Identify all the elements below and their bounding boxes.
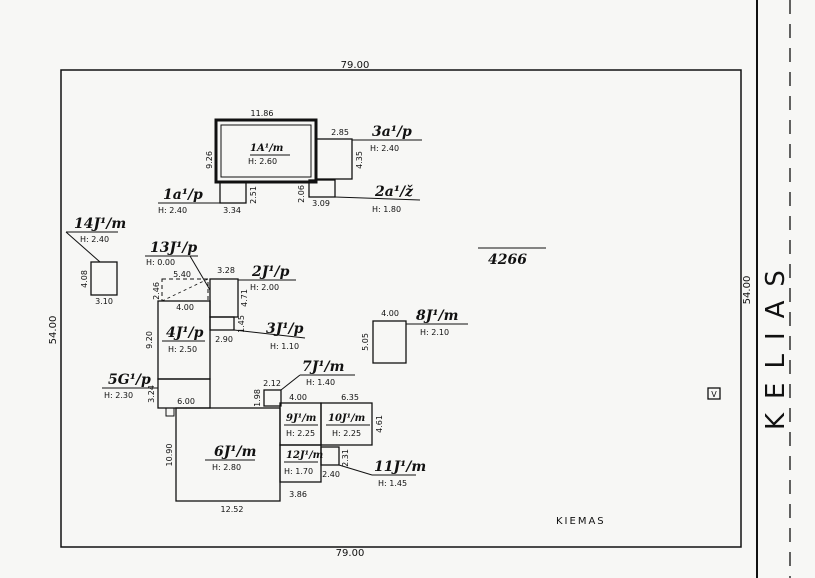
building-1a-height: H: 2.60: [248, 157, 277, 166]
building-10j-dim-h: 4.61: [375, 415, 384, 433]
building-3j: 2.90 1.45 3J¹/p H: 1.10: [209, 315, 306, 351]
plot-width-bottom: 79.00: [336, 548, 365, 559]
building-2j-dim-h: 4.71: [240, 289, 249, 307]
building-2j-name: 2J¹/p: [251, 264, 290, 280]
plot-boundary: [60, 69, 742, 548]
building-3a-height: H: 2.40: [370, 144, 399, 153]
building-3a: 2.85 4.35 3a¹/p H: 2.40: [315, 124, 422, 180]
building-8j-dim-w: 4.00: [381, 309, 399, 318]
road-label: KELIAS: [761, 256, 791, 430]
building-11j-height: H: 1.45: [378, 479, 407, 488]
building-6j-name: 6J¹/m: [214, 444, 256, 460]
building-1a-p-name: 1a¹/p: [163, 187, 203, 203]
building-4j-height: H: 2.50: [168, 345, 197, 354]
building-3j-name: 3J¹/p: [266, 321, 304, 337]
yard-label: KIEMAS: [556, 516, 606, 527]
building-7j: 2.12 1.98 7J¹/m H: 1.40: [253, 359, 355, 407]
plot-width-top: 79.00: [341, 60, 370, 71]
building-13j-dim-h: 2.46: [152, 282, 161, 300]
building-13j-height: H: 0.00: [146, 258, 175, 267]
building-3a-dim-w: 2.85: [331, 128, 349, 137]
building-8j-height: H: 2.10: [420, 328, 449, 337]
building-1a: 1A¹/m H: 2.60 11.86 9.26: [205, 109, 318, 184]
building-9j-name: 9J¹/m: [286, 413, 316, 424]
building-14j-dim-w: 3.10: [95, 297, 113, 306]
building-9j: 9J¹/m H: 2.25 4.00: [279, 393, 322, 446]
building-13j-dim-w: 5.40: [173, 270, 191, 279]
building-2a: 3.09 2.06 2a¹/ž H: 1.80: [297, 179, 421, 214]
building-5g-dim-h: 3.24: [147, 385, 156, 403]
building-1a-dim-left: 9.26: [205, 151, 214, 169]
building-1a-name: 1A¹/m: [250, 143, 283, 154]
building-2j-height: H: 2.00: [250, 283, 279, 292]
building-2j: 3.28 4.71 2J¹/p H: 2.00: [209, 264, 296, 318]
building-2a-dim-w: 3.09: [312, 199, 330, 208]
plot-height-left: 54.00: [48, 316, 59, 345]
building-7j-dim-h: 1.98: [253, 389, 262, 407]
building-14j: 3.10 4.08 14J¹/m H: 2.40: [65, 216, 126, 306]
building-12j-name: 12J¹/m: [286, 450, 323, 461]
building-8j-name: 8J¹/m: [416, 308, 458, 324]
building-12j-dim-w: 3.86: [289, 490, 307, 499]
building-2a-name: 2a¹/ž: [374, 184, 414, 200]
marker-label: V: [711, 390, 717, 399]
building-3j-dim-h: 1.45: [237, 315, 246, 333]
marker-box: [707, 387, 721, 400]
building-1a-p: 3.34 2.51 1a¹/p H: 2.40: [158, 181, 258, 215]
building-7j-height: H: 1.40: [306, 378, 335, 387]
building-3j-dim-w: 2.90: [215, 335, 233, 344]
building-4j-dim-h: 9.20: [145, 331, 154, 349]
building-8j: 4.00 5.05 8J¹/m H: 2.10: [361, 308, 468, 364]
building-6j-height: H: 2.80: [212, 463, 241, 472]
building-1a-p-dim-w: 3.34: [223, 206, 241, 215]
building-5g-height: H: 2.30: [104, 391, 133, 400]
plot-height-right: 54.00: [742, 276, 753, 305]
building-2a-dim-h: 2.06: [297, 185, 306, 203]
building-11j: 2.40 2.31 11J¹/m H: 1.45: [320, 446, 426, 488]
building-14j-height: H: 2.40: [80, 235, 109, 244]
building-4j: 4J¹/p H: 2.50 9.20: [145, 300, 211, 380]
building-5g-name: 5G¹/p: [108, 372, 151, 388]
building-3a-name: 3a¹/p: [372, 124, 412, 140]
building-3j-height: H: 1.10: [270, 342, 299, 351]
building-14j-name: 14J¹/m: [74, 216, 126, 232]
building-5g-dim-w: 6.00: [177, 397, 195, 406]
building-6j: 6J¹/m H: 2.80 12.52 10.90: [165, 407, 281, 514]
building-7j-dim-w: 2.12: [263, 379, 281, 388]
building-2j-dim-w: 3.28: [217, 266, 235, 275]
building-11j-name: 11J¹/m: [374, 459, 426, 475]
building-8j-dim-h: 5.05: [361, 333, 370, 351]
building-1a-p-dim-h: 2.51: [249, 186, 258, 204]
building-4j-name: 4J¹/p: [166, 325, 204, 341]
building-5g: 6.00 3.24 5G¹/p H: 2.30: [102, 372, 211, 417]
building-12j-height: H: 1.70: [284, 467, 313, 476]
building-13j-dim-bottom: 4.00: [176, 303, 194, 312]
lot-number: 4266: [488, 252, 527, 268]
building-6j-dim-h: 10.90: [165, 444, 174, 467]
building-12j: 12J¹/m H: 1.70 3.86: [279, 444, 323, 499]
building-1a-p-height: H: 2.40: [158, 206, 187, 215]
building-10j-height: H: 2.25: [332, 429, 361, 438]
building-3a-dim-h: 4.35: [355, 151, 364, 169]
building-14j-dim-h: 4.08: [80, 270, 89, 288]
building-11j-dim-w: 2.40: [322, 470, 340, 479]
building-11j-dim-h: 2.31: [341, 449, 350, 467]
building-10j-name: 10J¹/m: [328, 413, 365, 424]
building-7j-name: 7J¹/m: [302, 359, 344, 375]
building-2a-height: H: 1.80: [372, 205, 401, 214]
building-6j-dim-w: 12.52: [221, 505, 244, 514]
building-9j-dim-w: 4.00: [289, 393, 307, 402]
building-10j-dim-w: 6.35: [341, 393, 359, 402]
building-10j: 10J¹/m H: 2.25 6.35 4.61: [320, 393, 384, 446]
building-9j-height: H: 2.25: [286, 429, 315, 438]
building-1a-dim-top: 11.86: [251, 109, 274, 118]
building-13j-name: 13J¹/p: [150, 240, 197, 256]
